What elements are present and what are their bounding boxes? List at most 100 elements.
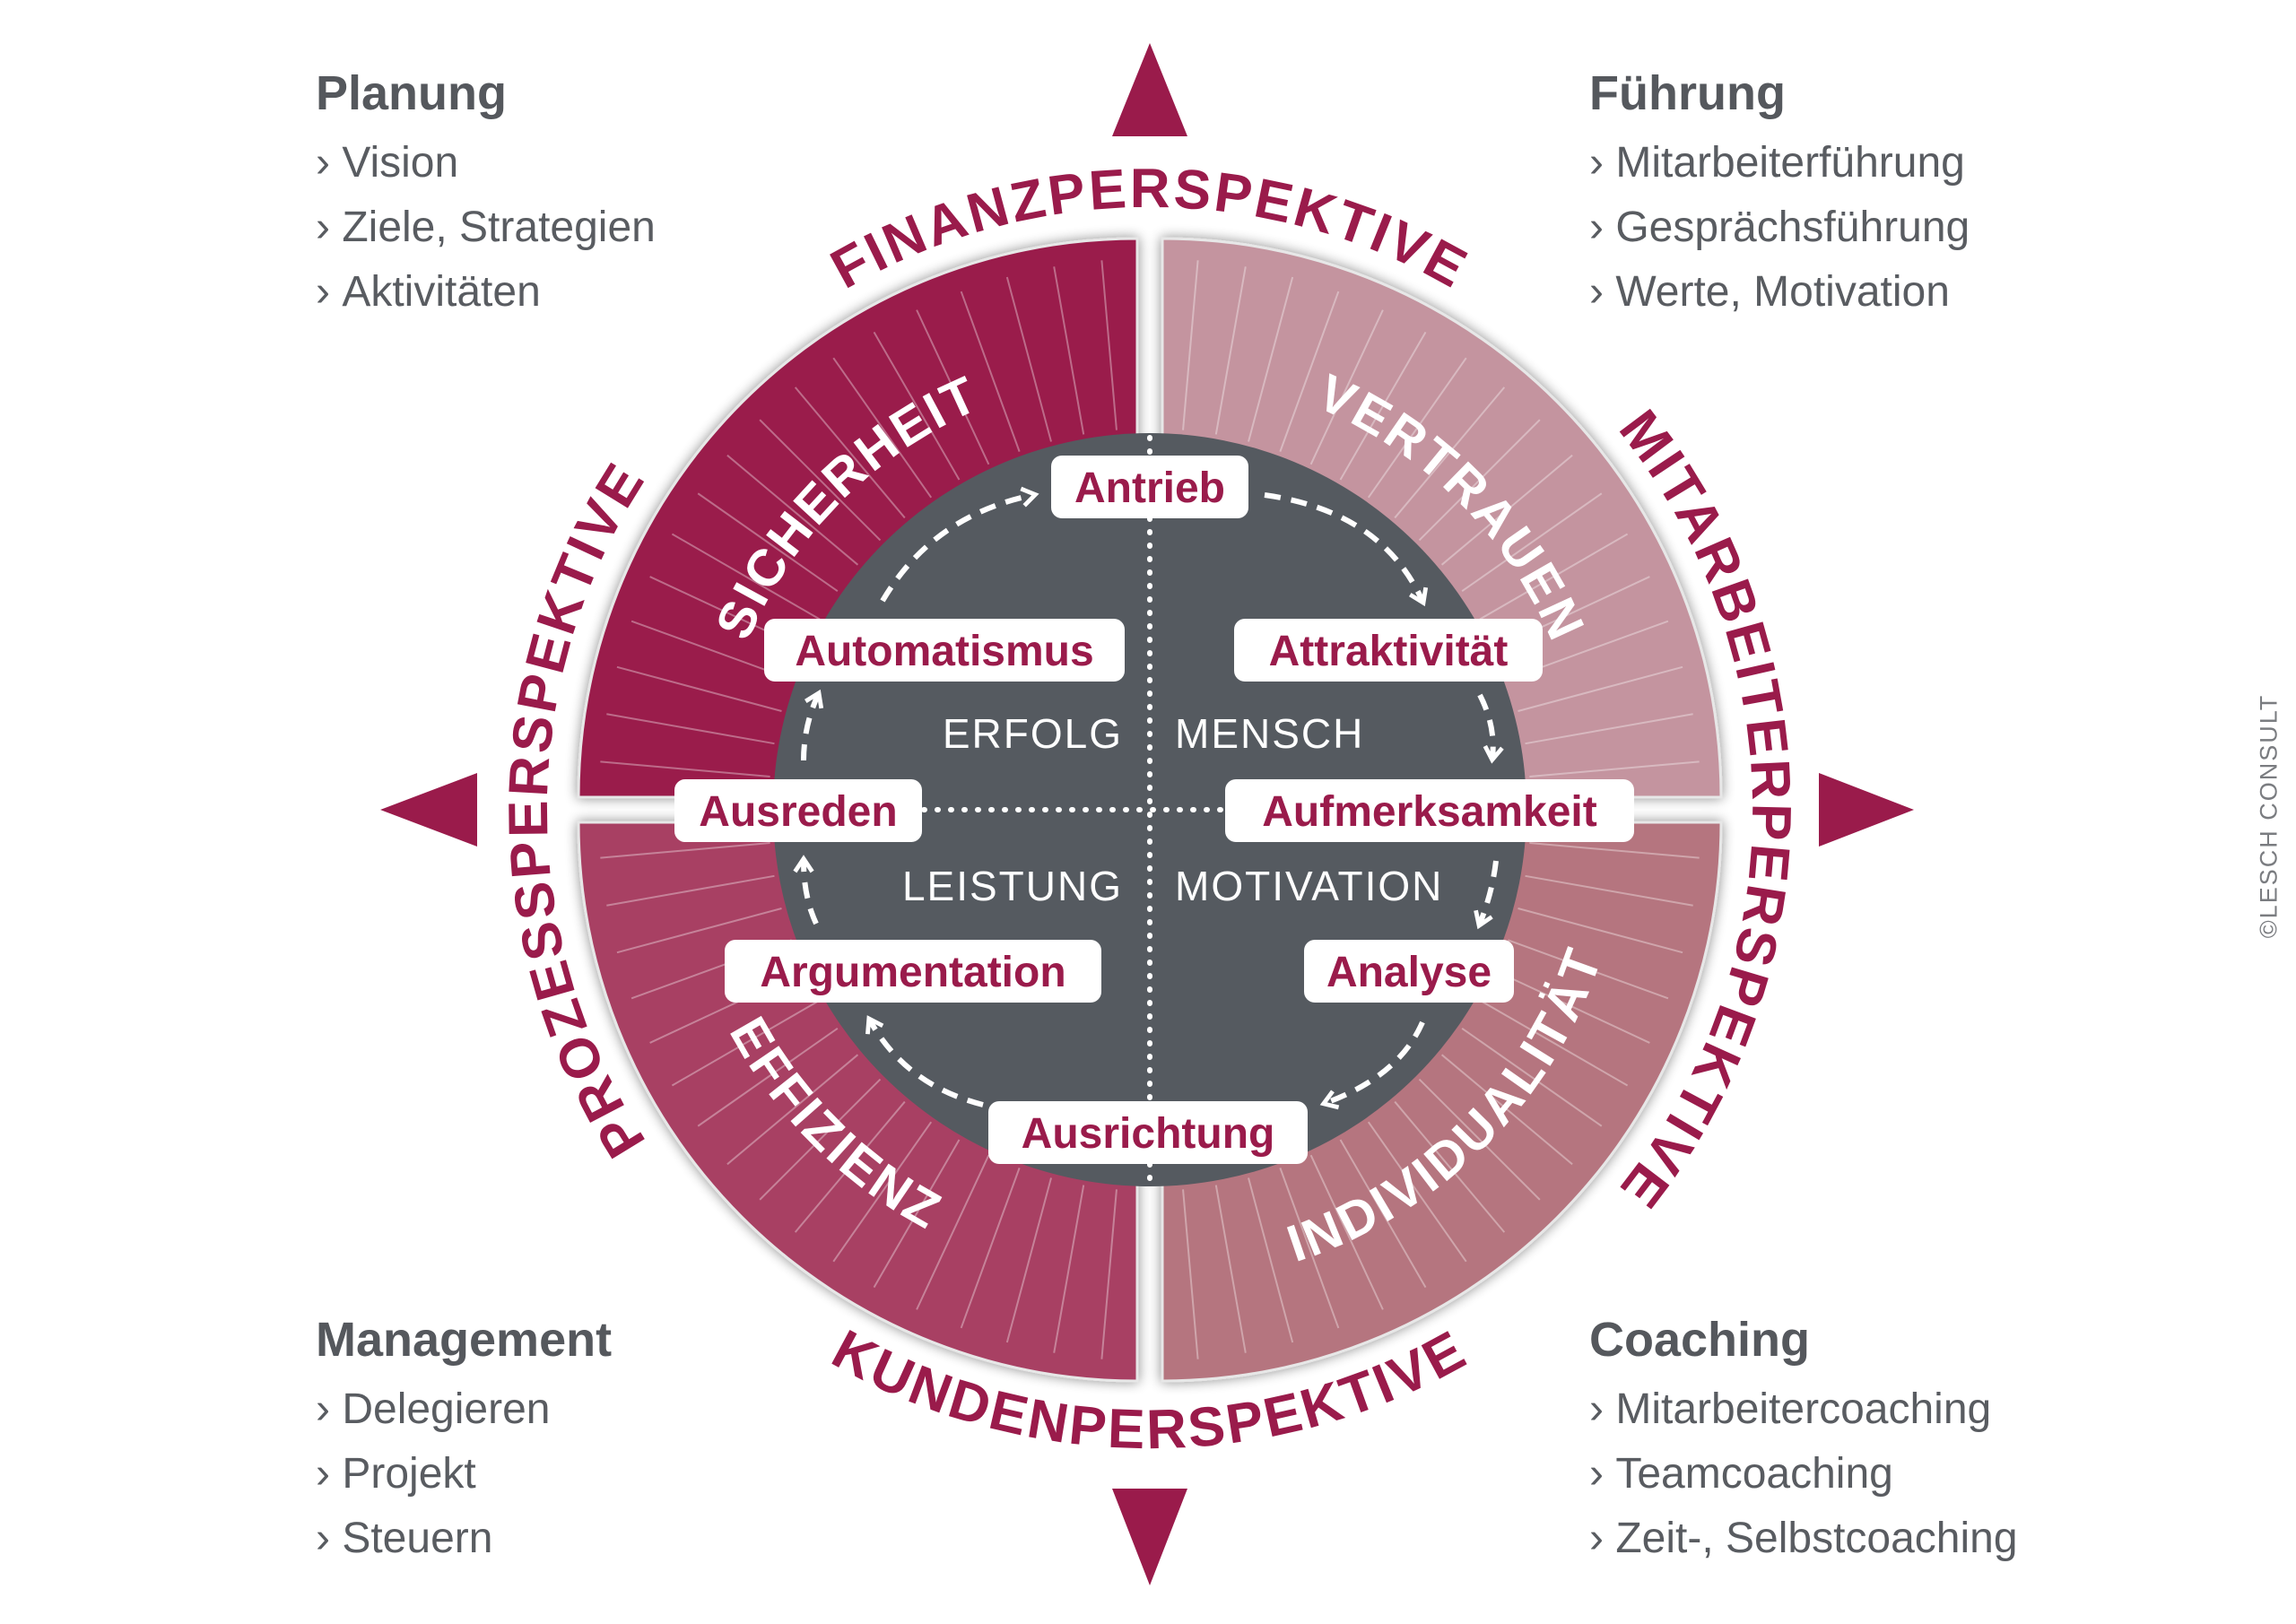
segment-line [1479, 999, 1629, 1087]
segment-line [726, 454, 859, 566]
segment-line [1248, 1177, 1294, 1343]
fuehrung-title: Führung [1589, 66, 1786, 120]
fuehrung-item: Gesprächsführung [1589, 195, 1970, 260]
cycle-label-attraktivitaet: Attraktivität [1234, 619, 1543, 682]
segment-line [916, 1154, 990, 1310]
segment-line [1529, 760, 1700, 777]
segment-line [1339, 331, 1427, 481]
cycle-arrow [1474, 860, 1499, 930]
cycle-arrow [793, 855, 819, 925]
planung-item: Vision [316, 131, 656, 195]
segment-line [1508, 939, 1669, 1000]
segment-line [671, 999, 821, 1087]
cycle-arrow [1477, 693, 1504, 764]
center-label-leistung: LEISTUNG [902, 863, 1123, 909]
segment-line [794, 1100, 906, 1233]
segment-line [1440, 1054, 1573, 1166]
coaching-item: Mitarbeitercoaching [1589, 1377, 2018, 1442]
cycle-label-text: Ausrichtung [1022, 1110, 1275, 1158]
cycle-label-aufmerksamkeit: Aufmerksamkeit [1225, 779, 1634, 842]
cycle-label-text: Aufmerksamkeit [1262, 788, 1597, 836]
segment-line [1005, 276, 1052, 442]
coaching-item: Zeit-, Selbstcoaching [1589, 1507, 2017, 1571]
management-item: Projekt [316, 1442, 612, 1507]
management-block: Management Delegieren Projekt Steuern [316, 1311, 612, 1571]
segment-line [1100, 1189, 1118, 1359]
segment-line [1309, 309, 1384, 465]
cycle-label-text: Automatismus [795, 628, 1093, 675]
segment-line [1525, 713, 1693, 745]
arrow-up-icon [1112, 43, 1187, 136]
center-label-motivation: MOTIVATION [1175, 863, 1443, 909]
segment-line [1248, 276, 1294, 442]
segment-line [1367, 357, 1467, 499]
segment-line [616, 665, 782, 712]
cycle-label-antrieb: Antrieb [1051, 456, 1248, 518]
segment-line [1418, 419, 1541, 542]
segment-line [1182, 1189, 1199, 1359]
segment-line [1394, 1100, 1506, 1233]
planung-item: Aktivitäten [316, 260, 656, 325]
segment-line [606, 874, 775, 907]
segment-line [697, 492, 839, 593]
segment-line [1279, 291, 1340, 452]
planung-block: Planung Vision Ziele, Strategien Aktivit… [316, 65, 656, 325]
planung-title: Planung [316, 66, 507, 120]
management-item: Delegieren [316, 1377, 612, 1442]
segment-line [1440, 454, 1573, 566]
fuehrung-item: Mitarbeiterführung [1589, 131, 1970, 195]
cycle-label-ausrichtung: Ausrichtung [988, 1101, 1308, 1164]
copyright-notice: ©LESCH CONSULT [2255, 693, 2283, 939]
cycle-label-automatismus: Automatismus [764, 619, 1125, 682]
segment-line [759, 1078, 882, 1201]
center-label-erfolg: ERFOLG [943, 710, 1123, 757]
segment-line [600, 760, 770, 777]
fuehrung-item: Werte, Motivation [1589, 260, 1970, 325]
segment-line [1214, 1185, 1247, 1353]
segment-line [1518, 908, 1683, 954]
cycle-arrow [1264, 492, 1429, 607]
segment-line [1309, 1154, 1384, 1310]
cycle-label-ausreden: Ausreden [674, 779, 922, 842]
segment-line [1053, 1185, 1085, 1353]
segment-line [759, 419, 882, 542]
cycle-label-analyse: Analyse [1304, 940, 1514, 1003]
segment-line [960, 291, 1021, 452]
management-title: Management [316, 1313, 613, 1367]
segment-line [1461, 492, 1603, 593]
segment-line [832, 1121, 933, 1263]
segment-line [606, 713, 775, 745]
cycle-arrow [880, 486, 1039, 603]
segment-line [794, 386, 906, 519]
segment-line [1418, 1078, 1541, 1201]
fuehrung-block: Führung Mitarbeiterführung Gesprächsführ… [1589, 65, 1970, 325]
segment-line [1525, 874, 1693, 907]
segment-line [873, 1139, 961, 1289]
segment-line [1214, 266, 1247, 435]
cycle-label-text: Argumentation [760, 949, 1065, 996]
cycle-label-text: Ausreden [699, 788, 897, 836]
segment-line [726, 1054, 859, 1166]
segment-line [1182, 260, 1199, 430]
coaching-block: Coaching Mitarbeitercoaching Teamcoachin… [1589, 1311, 2018, 1571]
segment-line [1518, 665, 1683, 712]
segment-line [671, 533, 821, 621]
segment-line [873, 331, 961, 481]
segment-line [616, 908, 782, 954]
arrow-down-icon [1112, 1489, 1187, 1585]
coaching-title: Coaching [1589, 1313, 1811, 1367]
segment-line [1479, 533, 1629, 621]
segment-line [1279, 1168, 1340, 1329]
segment-line [1529, 842, 1700, 859]
segment-line [1367, 1121, 1467, 1263]
arrow-right-icon [1819, 773, 1914, 847]
cycle-label-text: Attraktivität [1269, 628, 1509, 675]
coaching-item: Teamcoaching [1589, 1442, 2018, 1507]
segment-line [1461, 1027, 1603, 1127]
planung-item: Ziele, Strategien [316, 195, 656, 260]
cycle-label-text: Analyse [1326, 949, 1492, 996]
segment-line [960, 1168, 1021, 1329]
segment-line [832, 357, 933, 499]
segment-line [1494, 969, 1650, 1044]
